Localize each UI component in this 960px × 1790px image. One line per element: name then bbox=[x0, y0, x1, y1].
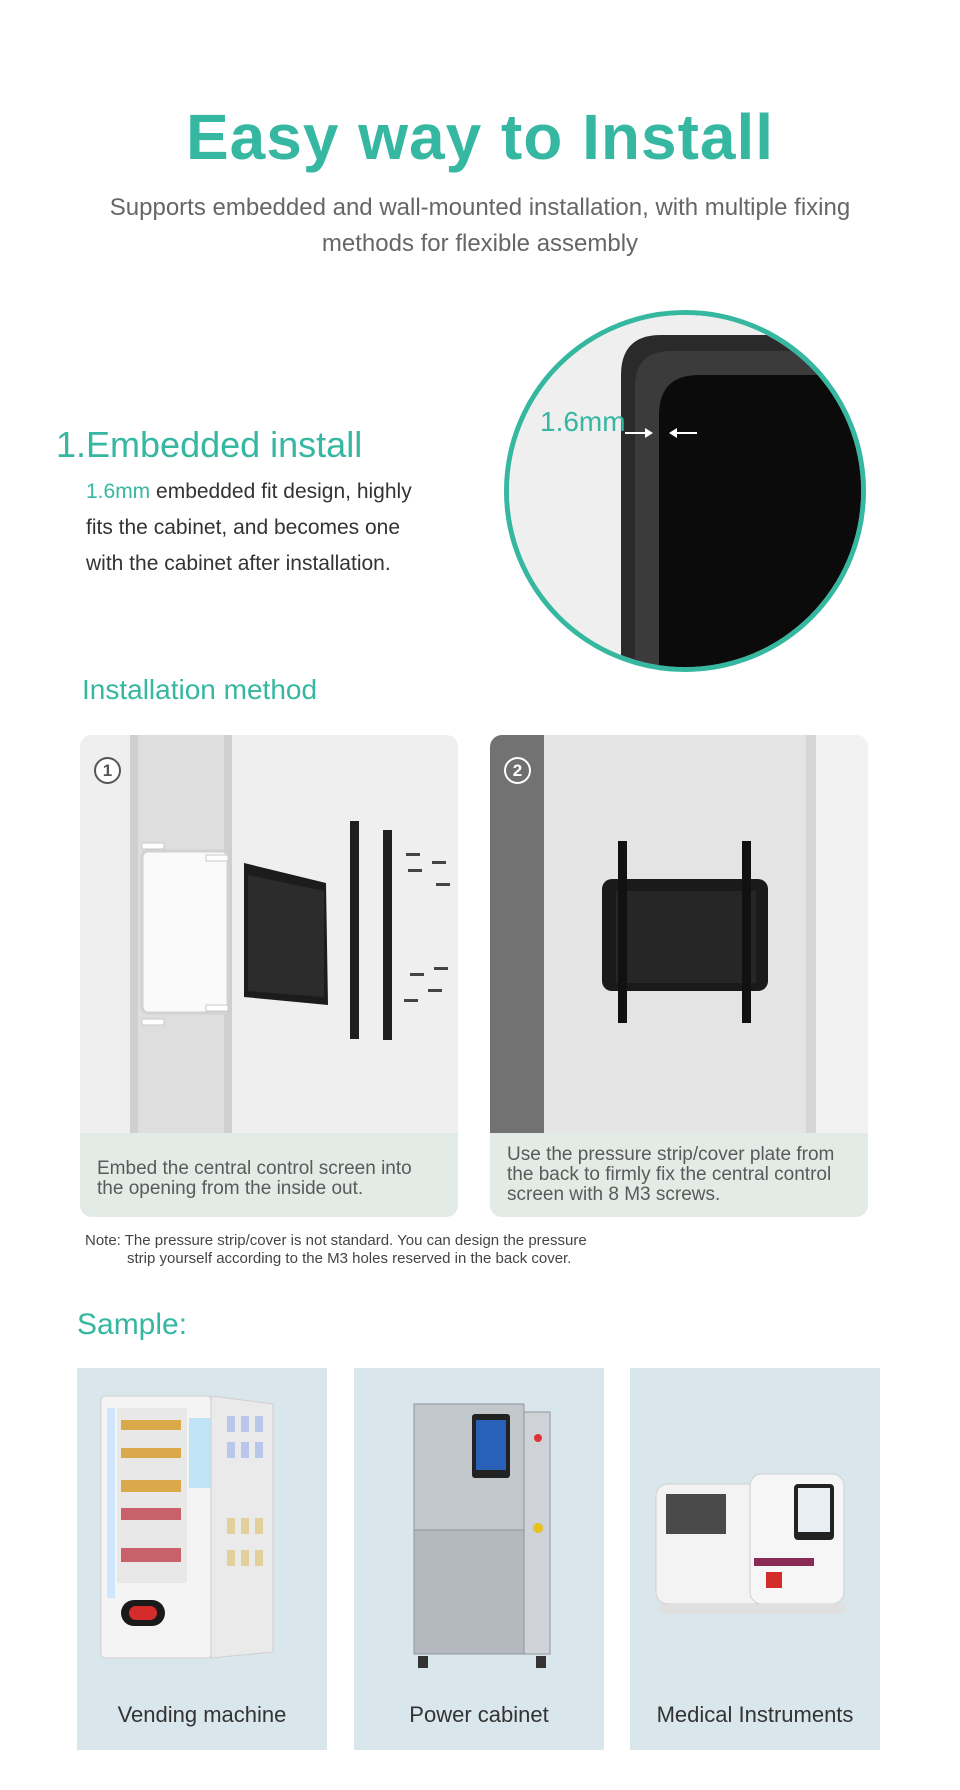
sample-heading: Sample: bbox=[77, 1308, 188, 1341]
embedded-install-heading: 1.Embedded install bbox=[56, 424, 363, 465]
thickness-highlight: 1.6mm bbox=[86, 480, 151, 503]
embedded-install-description: 1.6mm embedded fit design, highly fits t… bbox=[86, 474, 416, 582]
install-step-card-1: 1 Embed the central control screen into … bbox=[80, 735, 458, 1217]
installation-note: Note: The pressure strip/cover is not st… bbox=[85, 1232, 685, 1268]
sample-card-power-cabinet: Power cabinet bbox=[354, 1368, 604, 1750]
sample-card-medical: Medical Instruments bbox=[630, 1368, 880, 1750]
arrow-right-icon bbox=[625, 428, 653, 438]
note-line-2: strip yourself according to the M3 holes… bbox=[127, 1250, 572, 1267]
embedded-description-text: embedded fit design, highly fits the cab… bbox=[86, 480, 412, 575]
step-caption: Embed the central control screen into th… bbox=[80, 1133, 458, 1217]
page-subtitle: Supports embedded and wall-mounted insta… bbox=[109, 194, 851, 257]
arrow-left-icon bbox=[669, 428, 697, 438]
step-number-badge: 2 bbox=[504, 757, 531, 784]
sample-label: Vending machine bbox=[117, 1702, 287, 1727]
vending-machine-image bbox=[100, 1395, 274, 1659]
note-line-1: Note: The pressure strip/cover is not st… bbox=[85, 1232, 587, 1249]
page-title: Easy way to Install bbox=[185, 101, 775, 173]
step-caption: Use the pressure strip/cover plate from … bbox=[490, 1133, 868, 1217]
bezel-closeup-image bbox=[504, 310, 866, 672]
medical-instrument-image bbox=[655, 1473, 846, 1614]
power-cabinet-image bbox=[413, 1403, 551, 1668]
sample-card-vending: Vending machine bbox=[77, 1368, 327, 1750]
embed-step-illustration bbox=[80, 735, 458, 1133]
install-step-card-2: 2 Use the pressure strip/cover plate fro… bbox=[490, 735, 868, 1217]
sample-label: Medical Instruments bbox=[656, 1702, 854, 1727]
sample-label: Power cabinet bbox=[409, 1702, 549, 1727]
wall-mount-step-illustration bbox=[490, 735, 868, 1133]
bezel-thickness-label: 1.6mm bbox=[540, 406, 626, 437]
step-number-badge: 1 bbox=[94, 757, 121, 784]
installation-method-heading: Installation method bbox=[82, 674, 318, 705]
